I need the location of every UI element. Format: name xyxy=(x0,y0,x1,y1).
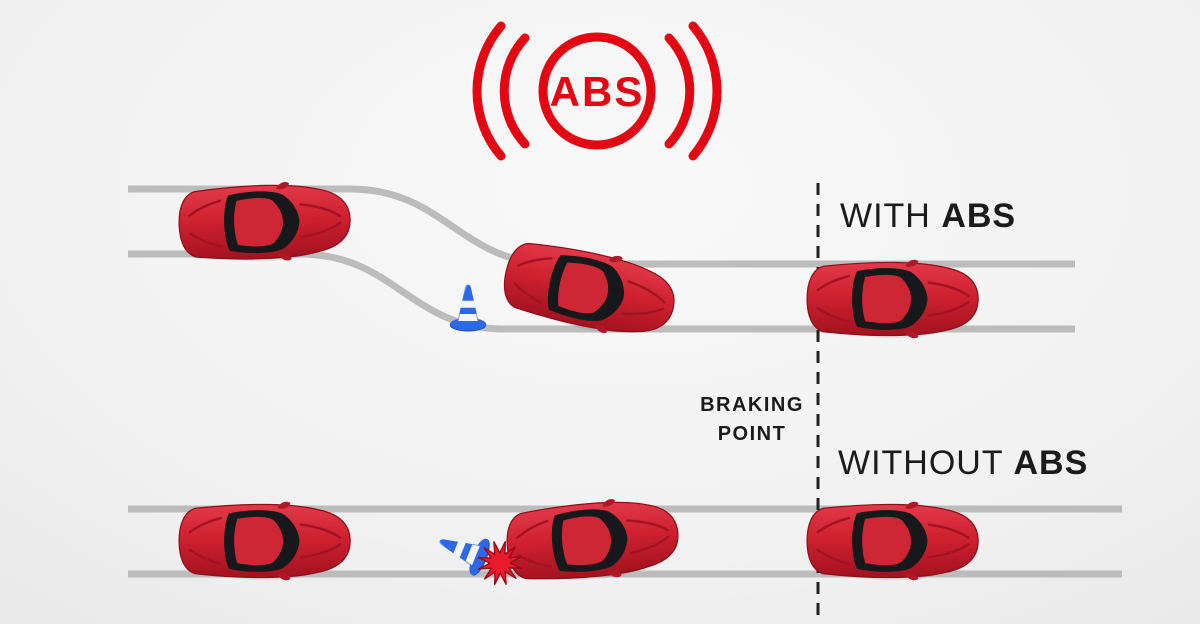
car-approaching-icon xyxy=(177,500,352,582)
without-abs-scene xyxy=(177,492,980,591)
braking-point-line2: POINT xyxy=(717,423,787,445)
car-skidding-icon xyxy=(805,500,980,582)
braking-point-label: BRAKING POINT xyxy=(688,391,816,449)
with-abs-label-prefix: WITH xyxy=(840,197,942,235)
abs-logo-right-outer-arc xyxy=(688,21,722,161)
with-abs-label: WITH ABS xyxy=(840,197,1016,236)
fallen-cone-icon xyxy=(432,522,494,578)
traffic-cone-icon xyxy=(449,284,487,332)
abs-logo-text: ABS xyxy=(550,68,645,115)
car-avoided-icon xyxy=(805,258,980,340)
abs-logo-left-inner-arc xyxy=(499,33,530,149)
abs-warning-icon: ABS xyxy=(472,21,722,161)
without-abs-label-prefix: WITHOUT xyxy=(838,444,1014,482)
braking-point-line1: BRAKING xyxy=(700,394,804,416)
with-abs-label-bold: ABS xyxy=(941,197,1017,235)
abs-logo-circle xyxy=(538,32,656,150)
without-abs-label-bold: ABS xyxy=(1013,444,1089,482)
abs-logo-left-outer-arc xyxy=(472,21,506,161)
abs-logo-right-inner-arc xyxy=(664,33,695,149)
without-abs-label: WITHOUT ABS xyxy=(838,444,1088,483)
car-approaching-icon xyxy=(176,178,353,266)
